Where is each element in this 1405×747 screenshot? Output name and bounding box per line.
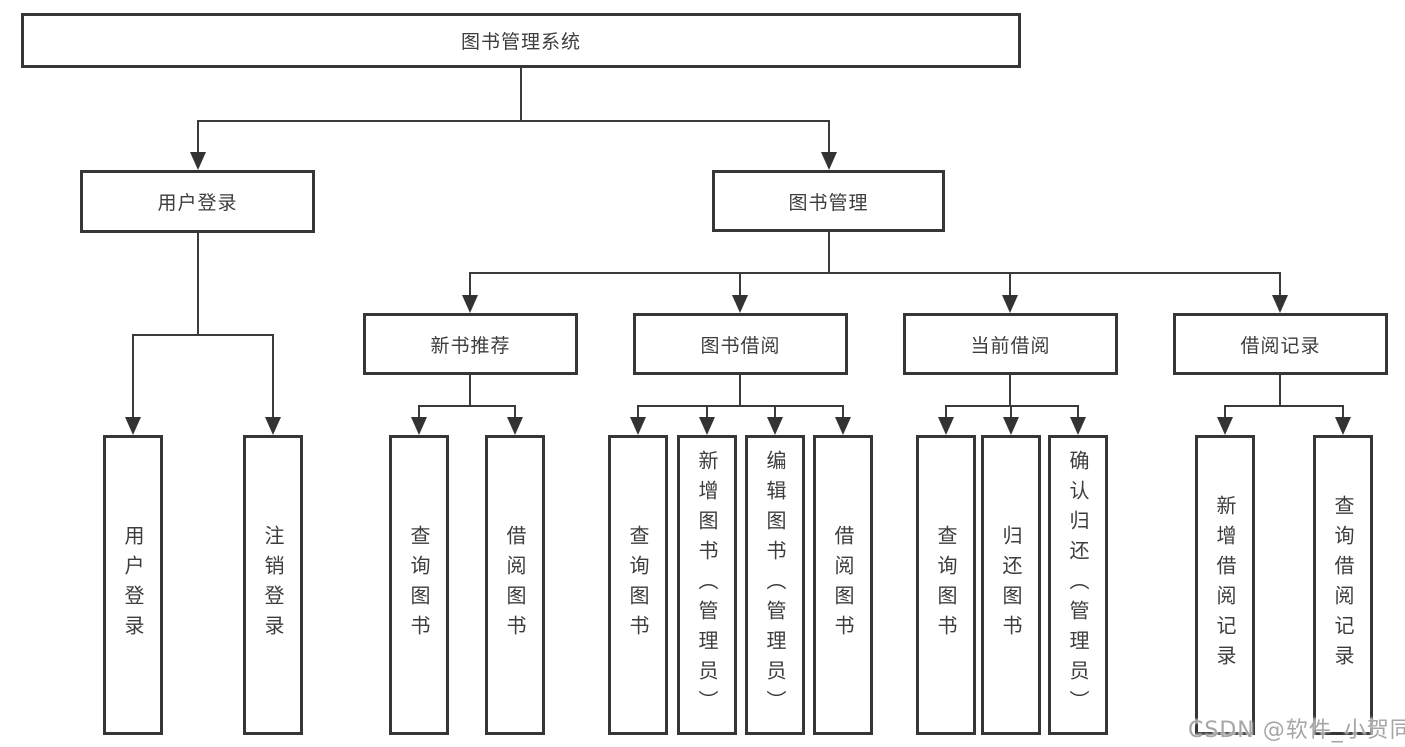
node-user-login: 用户登录 [80,170,315,233]
leaf-confirm-return-admin: 确认归还（管理员） [1048,435,1108,735]
connector-line [739,272,741,298]
leaf-borrowing-query-books: 查询图书 [608,435,668,735]
connector-line [739,375,741,406]
connector-line [945,405,947,419]
leaf-borrowing-borrow-books: 借阅图书 [813,435,873,735]
node-current-borrowing: 当前借阅 [903,313,1118,375]
arrowhead-down-icon [507,417,523,435]
connector-line [514,405,516,419]
node-label: 借阅图书 [503,525,527,645]
arrowhead-down-icon [1272,295,1288,313]
arrowhead-down-icon [938,417,954,435]
connector-line [1077,405,1079,419]
arrowhead-down-icon [190,152,206,170]
node-label: 注销登录 [261,525,285,645]
arrowhead-down-icon [699,417,715,435]
node-book-management: 图书管理 [712,170,945,232]
connector-line [1342,405,1344,419]
node-borrowing-records: 借阅记录 [1173,313,1388,375]
node-label: 图书管理系统 [460,31,581,53]
connector-line [828,120,830,154]
arrowhead-down-icon [732,295,748,313]
connector-line [197,233,199,335]
connector-line [706,405,708,419]
arrowhead-down-icon [767,417,783,435]
node-label: 图书管理 [788,191,869,214]
node-label: 用户登录 [157,192,238,214]
connector-line [469,272,471,298]
connector-line [272,334,274,419]
leaf-recommend-borrow-books: 借阅图书 [485,435,545,735]
arrowhead-down-icon [1217,417,1233,435]
connector-line [1009,375,1011,406]
node-new-book-recommend: 新书推荐 [363,313,578,375]
connector-line [197,120,830,122]
node-book-borrowing: 图书借阅 [633,313,848,375]
node-label: 确认归还（管理员） [1066,450,1090,720]
connector-line [520,68,522,121]
leaf-current-query-books: 查询图书 [916,435,976,735]
arrowhead-down-icon [1335,417,1351,435]
leaf-return-books: 归还图书 [981,435,1041,735]
arrowhead-down-icon [630,417,646,435]
leaf-edit-books-admin: 编辑图书（管理员） [745,435,805,735]
arrowhead-down-icon [1002,295,1018,313]
connector-line [197,120,199,154]
node-label: 借阅记录 [1240,334,1321,357]
arrowhead-down-icon [462,295,478,313]
connector-line [1279,375,1281,406]
node-label: 新书推荐 [430,334,511,357]
connector-line [469,272,1281,274]
arrowhead-down-icon [125,417,141,435]
node-label: 新增借阅记录 [1213,495,1237,675]
connector-line [842,405,844,419]
node-label: 编辑图书（管理员） [763,450,787,720]
node-label: 新增图书（管理员） [695,450,719,720]
connector-line [1224,405,1226,419]
connector-line [132,334,134,419]
node-label: 查询图书 [934,525,958,645]
connector-line [418,405,516,407]
connector-line [1224,405,1344,407]
node-label: 借阅图书 [831,525,855,645]
arrowhead-down-icon [1003,417,1019,435]
leaf-user-login: 用户登录 [103,435,163,735]
leaf-query-borrow-record: 查询借阅记录 [1313,435,1373,735]
connector-line [774,405,776,419]
arrowhead-down-icon [835,417,851,435]
leaf-logout: 注销登录 [243,435,303,735]
connector-line [418,405,420,419]
connector-line [1009,272,1011,298]
connector-line [637,405,639,419]
node-label: 当前借阅 [970,334,1051,357]
node-root-library-system: 图书管理系统 [21,13,1021,68]
connector-line [945,405,1079,407]
arrowhead-down-icon [411,417,427,435]
node-label: 归还图书 [999,525,1023,645]
arrowhead-down-icon [265,417,281,435]
connector-line [469,375,471,406]
connector-line [1279,272,1281,298]
leaf-add-books-admin: 新增图书（管理员） [677,435,737,735]
connector-line [637,405,844,407]
csdn-watermark: CSDN @软件_小贺同学 [1188,718,1405,743]
connector-line [132,334,274,336]
connector-line [1010,405,1012,419]
arrowhead-down-icon [1070,417,1086,435]
node-label: 查询图书 [626,525,650,645]
arrowhead-down-icon [821,152,837,170]
leaf-recommend-query-books: 查询图书 [389,435,449,735]
node-label: 查询图书 [407,525,431,645]
node-label: 用户登录 [121,525,145,645]
connector-line [828,232,830,273]
leaf-add-borrow-record: 新增借阅记录 [1195,435,1255,735]
node-label: 查询借阅记录 [1331,495,1355,675]
node-label: 图书借阅 [700,334,781,357]
